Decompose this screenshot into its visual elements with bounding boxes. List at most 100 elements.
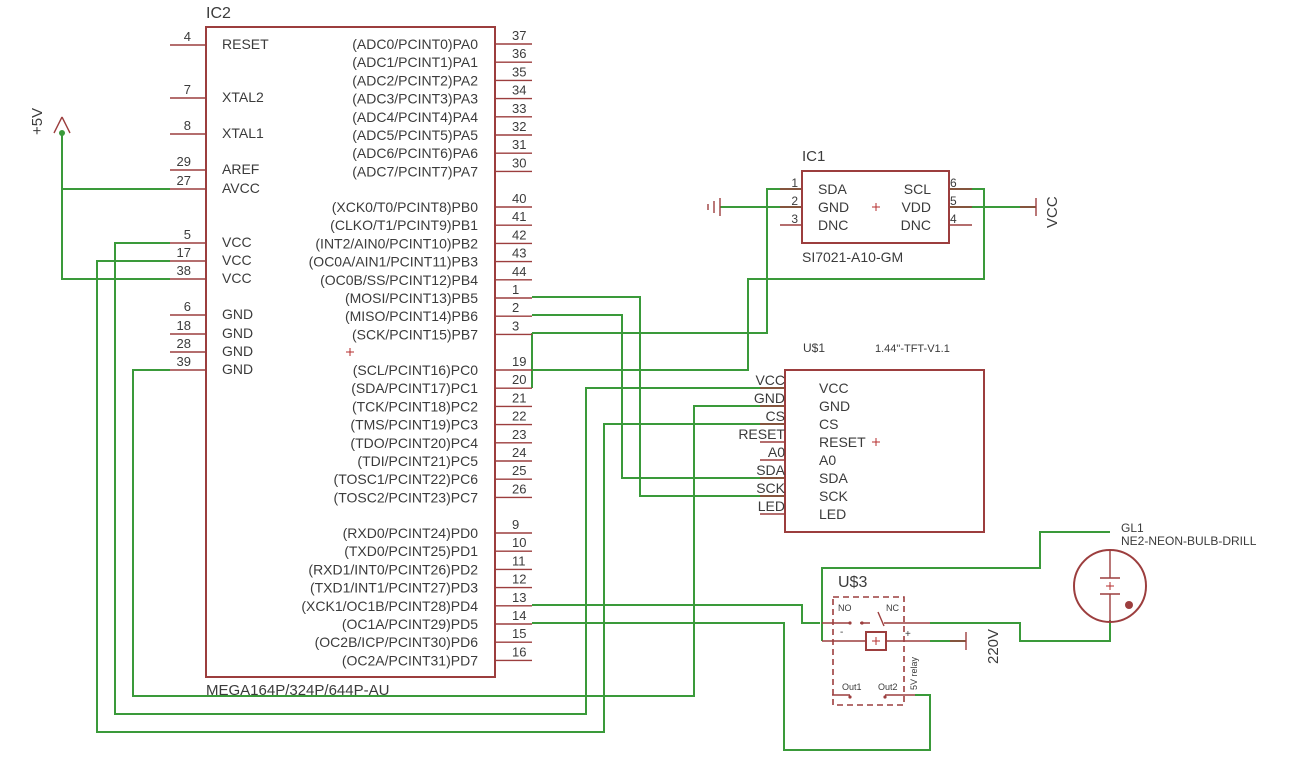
ic2-pin-name: (MOSI/PCINT13)PB5: [345, 290, 478, 306]
relay-coil: [865, 631, 887, 651]
ic2-pin-name: (TDO/PCINT20)PC4: [350, 435, 478, 451]
ic2-pin-number: 33: [512, 101, 526, 116]
ic2-pin-number: 19: [512, 354, 526, 369]
wire-relay-neon: [821, 531, 1110, 641]
ic2-pin-number: 23: [512, 427, 526, 442]
ic2-pin-number: 41: [512, 209, 526, 224]
ic2-pin-number: 17: [177, 245, 191, 260]
wire-vcc17-tft-cs: [96, 260, 785, 733]
tft-pin-outer-label: A0: [768, 444, 785, 460]
ic1-pin-name: VDD: [901, 199, 931, 215]
ic2-pin-name: (TDI/PCINT21)PC5: [357, 453, 478, 469]
ic2-pin-name: (ADC7/PCINT7)PA7: [352, 163, 478, 179]
ic2-pin-number: 1: [512, 282, 519, 297]
ic2-pin-name: AREF: [222, 161, 259, 177]
ic2-pin-name: GND: [222, 361, 253, 377]
relay-origin-mark: [872, 637, 880, 645]
ic1-pin-number: 2: [791, 194, 798, 208]
tft-pin-label: SDA: [819, 470, 848, 486]
relay-minus-label: -: [840, 627, 843, 638]
ic1-pin-number: 3: [791, 212, 798, 226]
wire-gnd39-tft-vcc: [132, 369, 785, 697]
ic2-pin-number: 15: [512, 626, 526, 641]
ic2-pin-number: 10: [512, 535, 526, 550]
ic2-pin-number: 7: [184, 82, 191, 97]
ic2-right-pins: 37(ADC0/PCINT0)PA036(ADC1/PCINT1)PA135(A…: [301, 28, 532, 668]
ic2-pin-name: (TOSC2/PCINT23)PC7: [334, 489, 479, 505]
relay-plus-label: +: [905, 629, 911, 640]
ic2-pin-name: (ADC5/PCINT5)PA5: [352, 127, 478, 143]
relay-module[interactable]: U$3 NO NC - + Out1 Out2 5V relay: [822, 574, 930, 706]
ic2-pin-number: 11: [512, 553, 526, 568]
tft-pin-label: GND: [819, 398, 850, 414]
plus5v-junction: [59, 130, 65, 136]
ic2-pin-number: 31: [512, 137, 526, 152]
ic1-pin-number: 6: [950, 176, 957, 190]
relay-out2-label: Out2: [878, 682, 898, 692]
ic2-ref: IC2: [206, 5, 231, 22]
ic2-pin-number: 9: [512, 517, 519, 532]
tft-pin-label: A0: [819, 452, 836, 468]
ic2-pin-number: 4: [184, 29, 191, 44]
ic2-pin-number: 18: [177, 318, 191, 333]
ic2-pin-name: (SDA/PCINT17)PC1: [351, 380, 478, 396]
ic2-pin-name: (INT2/AIN0/PCINT10)PB2: [315, 235, 478, 251]
ground-symbol: [707, 198, 721, 216]
ic2-pin-name: (OC2A/PCINT31)PD7: [342, 652, 478, 668]
ic2-pin-number: 3: [512, 318, 519, 333]
plus5v-label: +5V: [29, 108, 46, 135]
ic1-pin-number: 1: [791, 176, 798, 190]
ic2-pin-number: 6: [184, 299, 191, 314]
tft-pin-outer-label: RESET: [738, 426, 785, 442]
relay-switch: [822, 611, 930, 627]
wire-5v-vcc38: [61, 189, 170, 280]
relay-no-label: NO: [838, 603, 852, 613]
neon-electrodes: [1100, 550, 1120, 622]
ic2-pin-number: 27: [177, 173, 191, 188]
ic2-pin-name: VCC: [222, 270, 252, 286]
tft-pin-label: CS: [819, 416, 838, 432]
wire-5v-avcc: [61, 133, 170, 190]
tft-pin-outer-label: LED: [758, 498, 785, 514]
tft-pin-outer-label: SCK: [756, 480, 785, 496]
ic2-pin-name: (ADC4/PCINT4)PA4: [352, 109, 478, 125]
ic2-pin-number: 32: [512, 119, 526, 134]
tft-pin-label: RESET: [819, 434, 866, 450]
relay-out1-dot: [848, 695, 852, 699]
power-symbols: +5V VCC 220V: [29, 108, 1061, 664]
ic2-pin-name: (ADC1/PCINT1)PA1: [352, 54, 478, 70]
ic2-pin-name: (XCK1/OC1B/PCINT28)PD4: [301, 598, 478, 614]
vcc-symbol: [1020, 198, 1037, 216]
ic2-pin-number: 26: [512, 481, 526, 496]
ic2-pin-name: (ADC6/PCINT6)PA6: [352, 145, 478, 161]
tft-pin-outer-label: SDA: [756, 462, 785, 478]
ic1-origin-mark: [872, 203, 880, 211]
ic2-pin-name: GND: [222, 306, 253, 322]
ic2-pin-name: XTAL2: [222, 89, 264, 105]
ic2-pin-number: 14: [512, 608, 526, 623]
ic2-pin-name: (TCK/PCINT18)PC2: [352, 398, 478, 414]
wire-pb7-ic1-sda: [532, 188, 802, 334]
ic1-value: SI7021-A10-GM: [802, 249, 903, 265]
neon-ref: GL1: [1121, 521, 1144, 535]
tft-pin-label: LED: [819, 506, 846, 522]
ic2-pin-name: (SCL/PCINT16)PC0: [353, 362, 478, 378]
tft-pin-outer-label: CS: [766, 408, 785, 424]
ic2-pin-name: VCC: [222, 234, 252, 250]
ic2-pin-name: VCC: [222, 252, 252, 268]
neon-bulb[interactable]: GL1 NE2-NEON-BULB-DRILL: [1073, 521, 1257, 623]
tft-pin-outer-label: VCC: [755, 372, 785, 388]
wire-pb6-tft-sda: [532, 314, 785, 479]
ic2-pin-name: (ADC2/PCINT2)PA2: [352, 72, 478, 88]
ic2-pin-name: (TMS/PCINT19)PC3: [350, 417, 478, 433]
ac-symbol: [950, 632, 967, 650]
ic2-pin-number: 16: [512, 644, 526, 659]
ic2-pin-name: (RXD1/INT0/PCINT26)PD2: [308, 561, 478, 577]
wire-pd4-relay: [532, 604, 820, 624]
ic1-pin-name: DNC: [901, 217, 931, 233]
